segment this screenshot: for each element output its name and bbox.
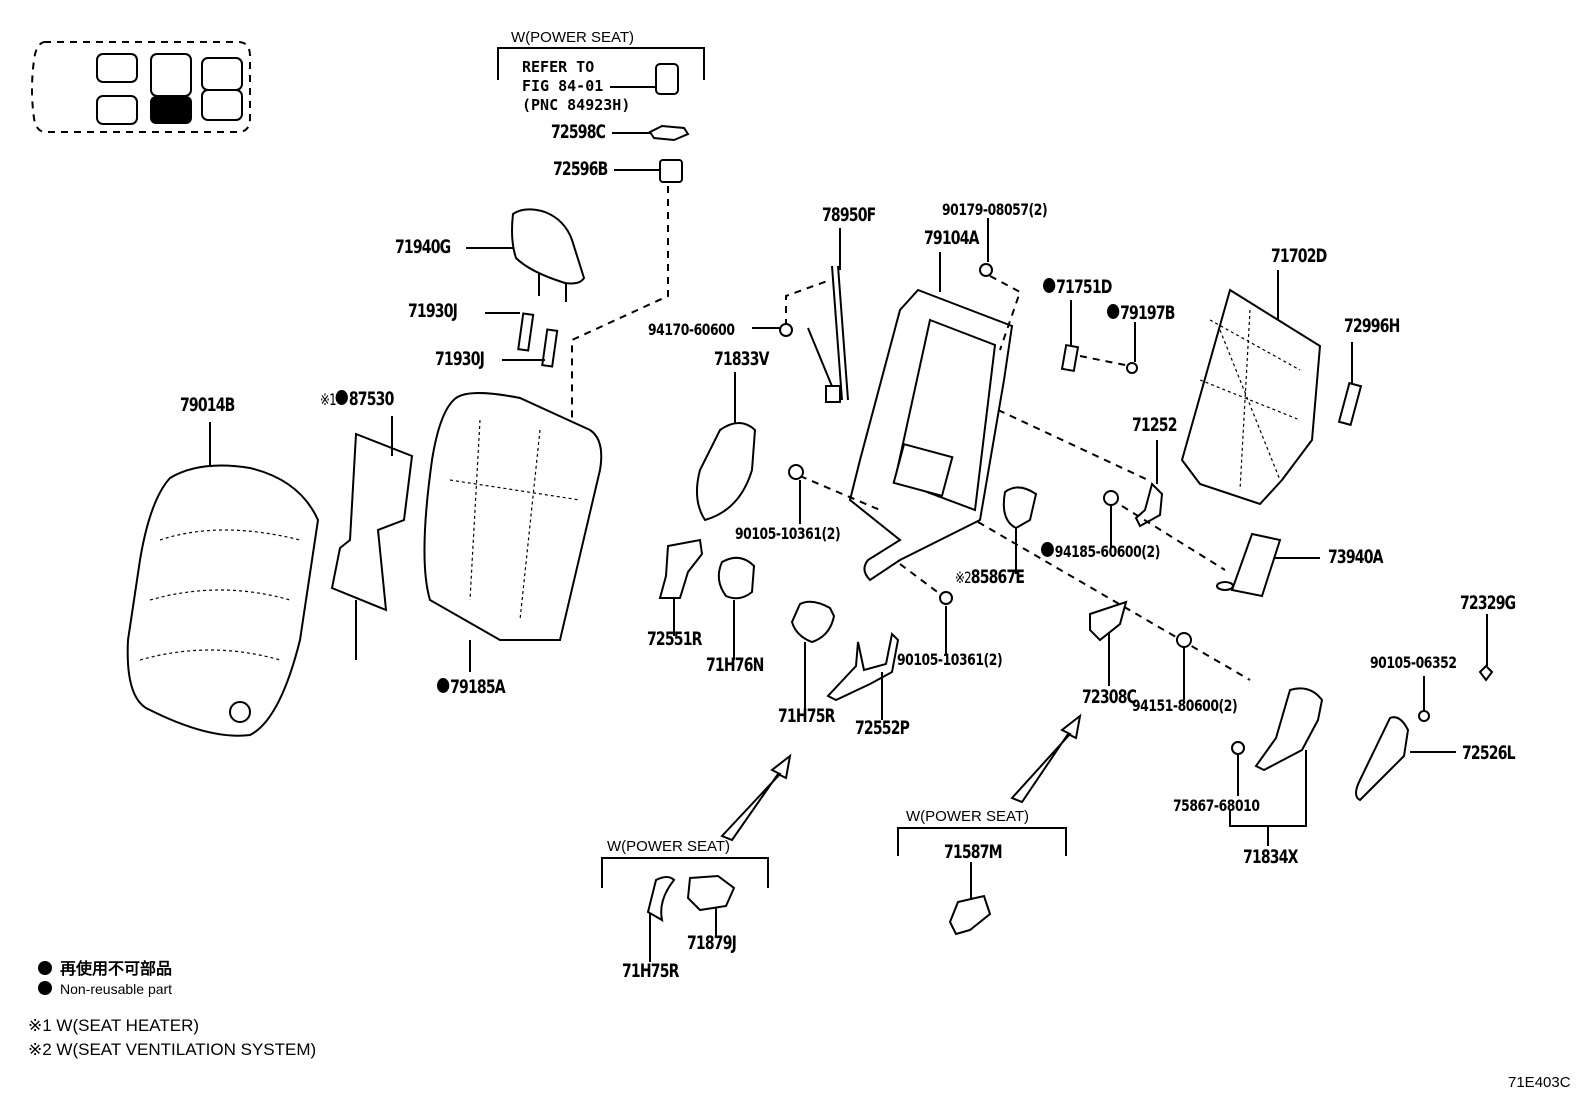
- arrow-icon: [1010, 713, 1082, 804]
- legend-text: 再使用不可部品: [60, 961, 173, 978]
- refer-line-3: (PNC 84923H): [522, 96, 631, 114]
- condition-label-power-seat: W(POWER SEAT): [906, 808, 1030, 825]
- part-label-71751D[interactable]: 71751D: [1043, 276, 1112, 298]
- refer-line-2: FIG 84-01: [522, 77, 604, 95]
- part-label-71833V[interactable]: 71833V: [714, 348, 770, 370]
- condition-label-power-seat: W(POWER SEAT): [607, 838, 731, 855]
- seat-box-front-center: [150, 53, 192, 97]
- seat-box-right-top: [201, 57, 243, 91]
- legend-note-1: ※1 W(SEAT HEATER): [28, 1016, 200, 1035]
- part-label-71H76N[interactable]: 71H76N: [706, 654, 764, 676]
- part-label-72526L[interactable]: 72526L: [1462, 742, 1516, 764]
- cover-72552P-shape: [826, 631, 900, 702]
- cover-71H75R-shape: [790, 600, 836, 644]
- seat-heater-shape: [330, 432, 414, 612]
- part-label-73940A[interactable]: 73940A: [1328, 546, 1384, 568]
- part-label-75867-68010[interactable]: 75867-68010: [1173, 796, 1260, 815]
- part-label-94151-80600[interactable]: 94151-80600(2): [1132, 696, 1238, 715]
- cover-72526L-shape: [1355, 716, 1410, 802]
- part-number: 79185A: [450, 676, 506, 698]
- part-number: 94185-60600(2): [1054, 542, 1161, 561]
- cover-72551R-shape: [658, 538, 704, 599]
- part-label-90179-08057[interactable]: 90179-08057(2): [942, 200, 1048, 219]
- part-label-71H75R[interactable]: 71H75R: [778, 705, 835, 727]
- note-mark: ※1: [320, 390, 337, 409]
- part-label-71587M[interactable]: 71587M: [944, 841, 1003, 863]
- seat-box-front-left: [96, 53, 138, 83]
- part-label-71930J[interactable]: 71930J: [408, 300, 458, 322]
- legend-note-2: ※2 W(SEAT VENTILATION SYSTEM): [28, 1040, 317, 1059]
- part-label-71702D[interactable]: 71702D: [1271, 245, 1327, 267]
- arrow-icon: [720, 753, 792, 842]
- part-number: 71751D: [1056, 276, 1112, 298]
- seatback-pad-shape: [423, 392, 603, 641]
- non-reusable-dot-icon: [1043, 278, 1056, 293]
- legend-text: Non-reusable part: [60, 981, 173, 997]
- part-label-72552P[interactable]: 72552P: [855, 717, 910, 739]
- part-label-71930J[interactable]: 71930J: [435, 348, 485, 370]
- legend-non-reusable-jp: 再使用不可部品: [38, 955, 172, 979]
- part-label-71H75R[interactable]: 71H75R: [622, 960, 679, 982]
- switch-part: [610, 63, 679, 95]
- part-label-90105-06352[interactable]: 90105-06352: [1370, 653, 1457, 672]
- non-reusable-dot-icon: [437, 678, 450, 693]
- seat-box-rear-left: [96, 95, 138, 125]
- part-72596B-shape: [659, 159, 683, 183]
- part-label-85867E[interactable]: ※285867E: [955, 566, 1025, 588]
- part-label-90105-10361[interactable]: 90105-10361(2): [897, 650, 1003, 669]
- part-label-78950F[interactable]: 78950F: [822, 204, 876, 226]
- condition-bracket-mid: [601, 857, 769, 888]
- legend-non-reusable-en: Non-reusable part: [38, 981, 172, 997]
- figure-code: 71E403C: [1508, 1074, 1571, 1091]
- recliner-cover-shape: [1254, 687, 1324, 772]
- seat-locator: [31, 41, 251, 133]
- part-label-79104A[interactable]: 79104A: [924, 227, 980, 249]
- part-label-72329G[interactable]: 72329G: [1460, 592, 1516, 614]
- part-label-71879J[interactable]: 71879J: [687, 932, 737, 954]
- non-reusable-dot-icon: [1107, 304, 1120, 319]
- non-reusable-dot-icon: [1041, 542, 1054, 557]
- headrest-shape: [511, 208, 586, 302]
- part-label-71940G[interactable]: 71940G: [395, 236, 451, 258]
- refer-note: REFER TO FIG 84-01 (PNC 84923H): [522, 58, 630, 115]
- condition-bracket-bottom: [897, 827, 1067, 856]
- part-label-71834X[interactable]: 71834X: [1243, 846, 1298, 868]
- hinge-cover-shape: [1134, 482, 1164, 528]
- seat-box-right-bottom: [201, 89, 243, 121]
- part-number: 79197B: [1120, 302, 1175, 324]
- cover-71H76N-shape: [717, 556, 756, 600]
- non-reusable-dot-icon: [38, 981, 52, 995]
- part-72598C-shape: [648, 124, 690, 142]
- part-label-79185A[interactable]: 79185A: [437, 676, 506, 698]
- part-label-94185-60600[interactable]: 94185-60600(2): [1041, 542, 1160, 561]
- non-reusable-dot-icon: [335, 390, 349, 405]
- part-label-72308C[interactable]: 72308C: [1082, 686, 1137, 708]
- part-number: 87530: [348, 388, 394, 410]
- part-label-79197B[interactable]: 79197B: [1107, 302, 1175, 324]
- seatback-cover-shape: [126, 464, 320, 737]
- part-label-72551R[interactable]: 72551R: [647, 628, 702, 650]
- part-label-72596B[interactable]: 72596B: [553, 158, 608, 180]
- note-mark: ※2: [955, 568, 972, 587]
- belt-guide-shape: [807, 265, 849, 403]
- part-number: 85867E: [970, 566, 1025, 588]
- part-label-79014B[interactable]: 79014B: [180, 394, 235, 416]
- handle-shape: [1230, 532, 1282, 598]
- blower-shape: [1002, 486, 1038, 530]
- refer-line-1: REFER TO: [522, 58, 595, 76]
- side-pad-shape: [695, 422, 757, 522]
- condition-bracket-top: [497, 47, 705, 80]
- non-reusable-dot-icon: [38, 961, 52, 975]
- part-label-94170-60600[interactable]: 94170-60600: [648, 320, 735, 339]
- part-label-90105-10361[interactable]: 90105-10361(2): [735, 524, 841, 543]
- part-label-71252[interactable]: 71252: [1132, 414, 1177, 436]
- part-label-87530[interactable]: ※1 87530: [320, 388, 394, 410]
- seat-frame-shape: [848, 288, 1014, 582]
- back-board-shape: [1180, 288, 1322, 506]
- part-label-72598C[interactable]: 72598C: [551, 121, 606, 143]
- condition-label-power-seat: W(POWER SEAT): [511, 29, 635, 46]
- seat-box-highlighted: [150, 96, 192, 124]
- part-label-72996H[interactable]: 72996H: [1344, 315, 1400, 337]
